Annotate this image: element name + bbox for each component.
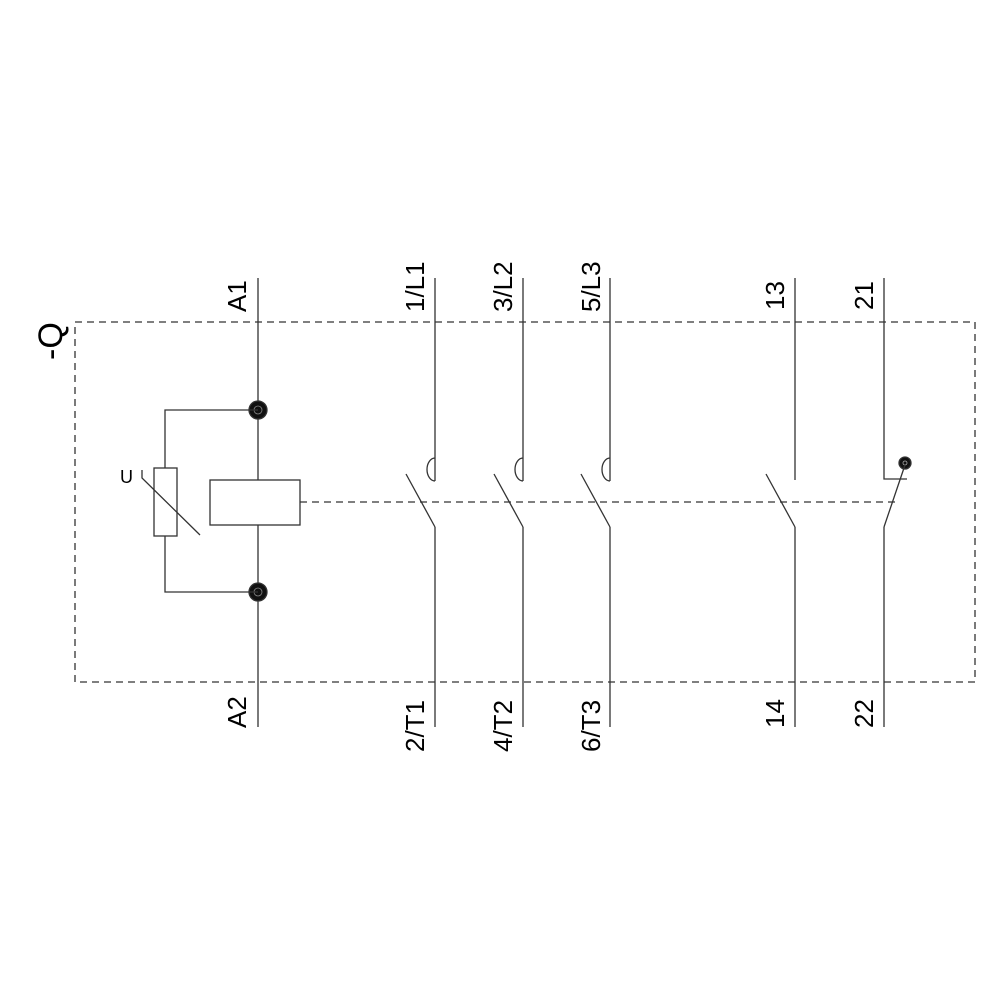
contact-3-top: 5/L3 bbox=[576, 261, 606, 312]
main-contact-3 bbox=[580, 278, 611, 727]
coil-terminal-a1: A1 bbox=[222, 280, 252, 312]
contact-1-bottom: 2/T1 bbox=[400, 700, 430, 752]
aux-contact-no bbox=[765, 278, 796, 727]
coil-terminal-a2: A2 bbox=[222, 696, 252, 728]
contact-2-top: 3/L2 bbox=[488, 261, 518, 312]
aux-22: 22 bbox=[849, 699, 879, 728]
coil bbox=[209, 278, 895, 727]
aux-13: 13 bbox=[760, 281, 790, 310]
varistor bbox=[141, 409, 258, 593]
main-contact-1 bbox=[405, 278, 436, 727]
contact-1-top: 1/L1 bbox=[400, 261, 430, 312]
contact-2-bottom: 4/T2 bbox=[488, 700, 518, 752]
varistor-label: U bbox=[120, 467, 133, 487]
aux-21: 21 bbox=[849, 281, 879, 310]
device-label: -Q bbox=[32, 322, 70, 360]
main-contact-2 bbox=[493, 278, 524, 727]
contact-3-bottom: 6/T3 bbox=[576, 700, 606, 752]
device-enclosure bbox=[74, 321, 976, 683]
aux-14: 14 bbox=[760, 699, 790, 728]
aux-contact-nc bbox=[883, 278, 912, 727]
